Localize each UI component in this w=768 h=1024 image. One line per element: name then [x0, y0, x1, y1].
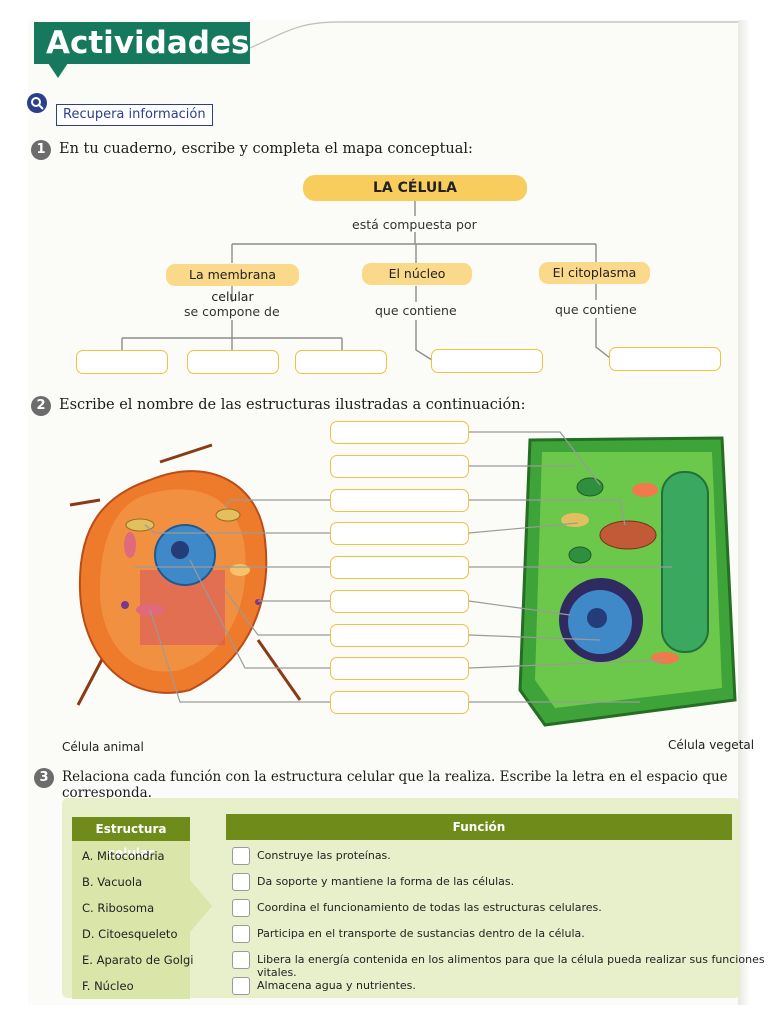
structure-blank-5[interactable]	[330, 556, 469, 579]
structure-item: D. Citoesqueleto	[82, 927, 178, 941]
structure-item: B. Vacuola	[82, 875, 143, 889]
structure-blank-8[interactable]	[330, 657, 469, 680]
question-number-2: 2	[31, 396, 51, 416]
question-number-3: 3	[34, 768, 54, 788]
function-text: Almacena agua y nutrientes.	[257, 979, 416, 992]
banner-tail	[46, 60, 70, 78]
structure-blank-3[interactable]	[330, 489, 469, 512]
cytoplasm-connector: que contiene	[555, 302, 637, 317]
nucleus-connector: que contiene	[375, 303, 457, 318]
animal-cell-caption: Célula animal	[62, 740, 144, 754]
function-text: Construye las proteínas.	[257, 849, 391, 862]
section-tag: Recupera información	[56, 104, 213, 126]
answer-box[interactable]	[232, 951, 250, 969]
cytoplasm-blank[interactable]	[609, 347, 721, 371]
answer-box[interactable]	[232, 977, 250, 995]
structure-blank-6[interactable]	[330, 590, 469, 613]
concept-root: LA CÉLULA	[303, 175, 527, 201]
answer-box[interactable]	[232, 899, 250, 917]
structure-blank-1[interactable]	[330, 421, 469, 444]
branch-nucleus: El núcleo	[362, 263, 472, 285]
question-3-prompt: Relaciona cada función con la estructura…	[62, 769, 728, 801]
function-text: Libera la energía contenida en los alime…	[257, 953, 765, 979]
plant-cell-caption: Célula vegetal	[668, 738, 755, 752]
membrane-blank-1[interactable]	[76, 350, 168, 374]
structures-panel	[72, 841, 190, 999]
root-connector: está compuesta por	[352, 217, 477, 232]
structure-item: A. Mitocondria	[82, 849, 165, 863]
function-text: Participa en el transporte de sustancias…	[257, 927, 585, 940]
function-text: Da soporte y mantiene la forma de las cé…	[257, 875, 515, 888]
structure-blank-7[interactable]	[330, 624, 469, 647]
function-text: Coordina el funcionamiento de todas las …	[257, 901, 602, 914]
structure-item: E. Aparato de Golgi	[82, 953, 194, 967]
activities-banner: Actividades	[34, 22, 250, 64]
question-1-prompt: En tu cuaderno, escribe y completa el ma…	[59, 141, 473, 157]
functions-header: Función	[226, 814, 732, 840]
structure-blank-9[interactable]	[330, 691, 469, 714]
structure-item: C. Ribosoma	[82, 901, 155, 915]
answer-box[interactable]	[232, 847, 250, 865]
answer-box[interactable]	[232, 925, 250, 943]
membrane-blank-2[interactable]	[187, 350, 279, 374]
magnifier-icon	[27, 93, 47, 113]
question-2-prompt: Escribe el nombre de las estructuras ilu…	[59, 397, 526, 413]
panel-arrow	[190, 880, 212, 932]
structure-blank-2[interactable]	[330, 455, 469, 478]
branch-membrane: La membrana celular	[166, 264, 299, 304]
membrane-blank-3[interactable]	[295, 350, 387, 374]
branch-cytoplasm: El citoplasma	[539, 262, 650, 284]
page-edge	[738, 20, 750, 1005]
answer-box[interactable]	[232, 873, 250, 891]
question-number-1: 1	[31, 140, 51, 160]
structure-item: F. Núcleo	[82, 979, 134, 993]
structure-blank-4[interactable]	[330, 522, 469, 545]
nucleus-blank[interactable]	[431, 349, 543, 373]
membrane-connector: se compone de	[184, 304, 280, 319]
structures-header: Estructura celular	[72, 817, 190, 860]
